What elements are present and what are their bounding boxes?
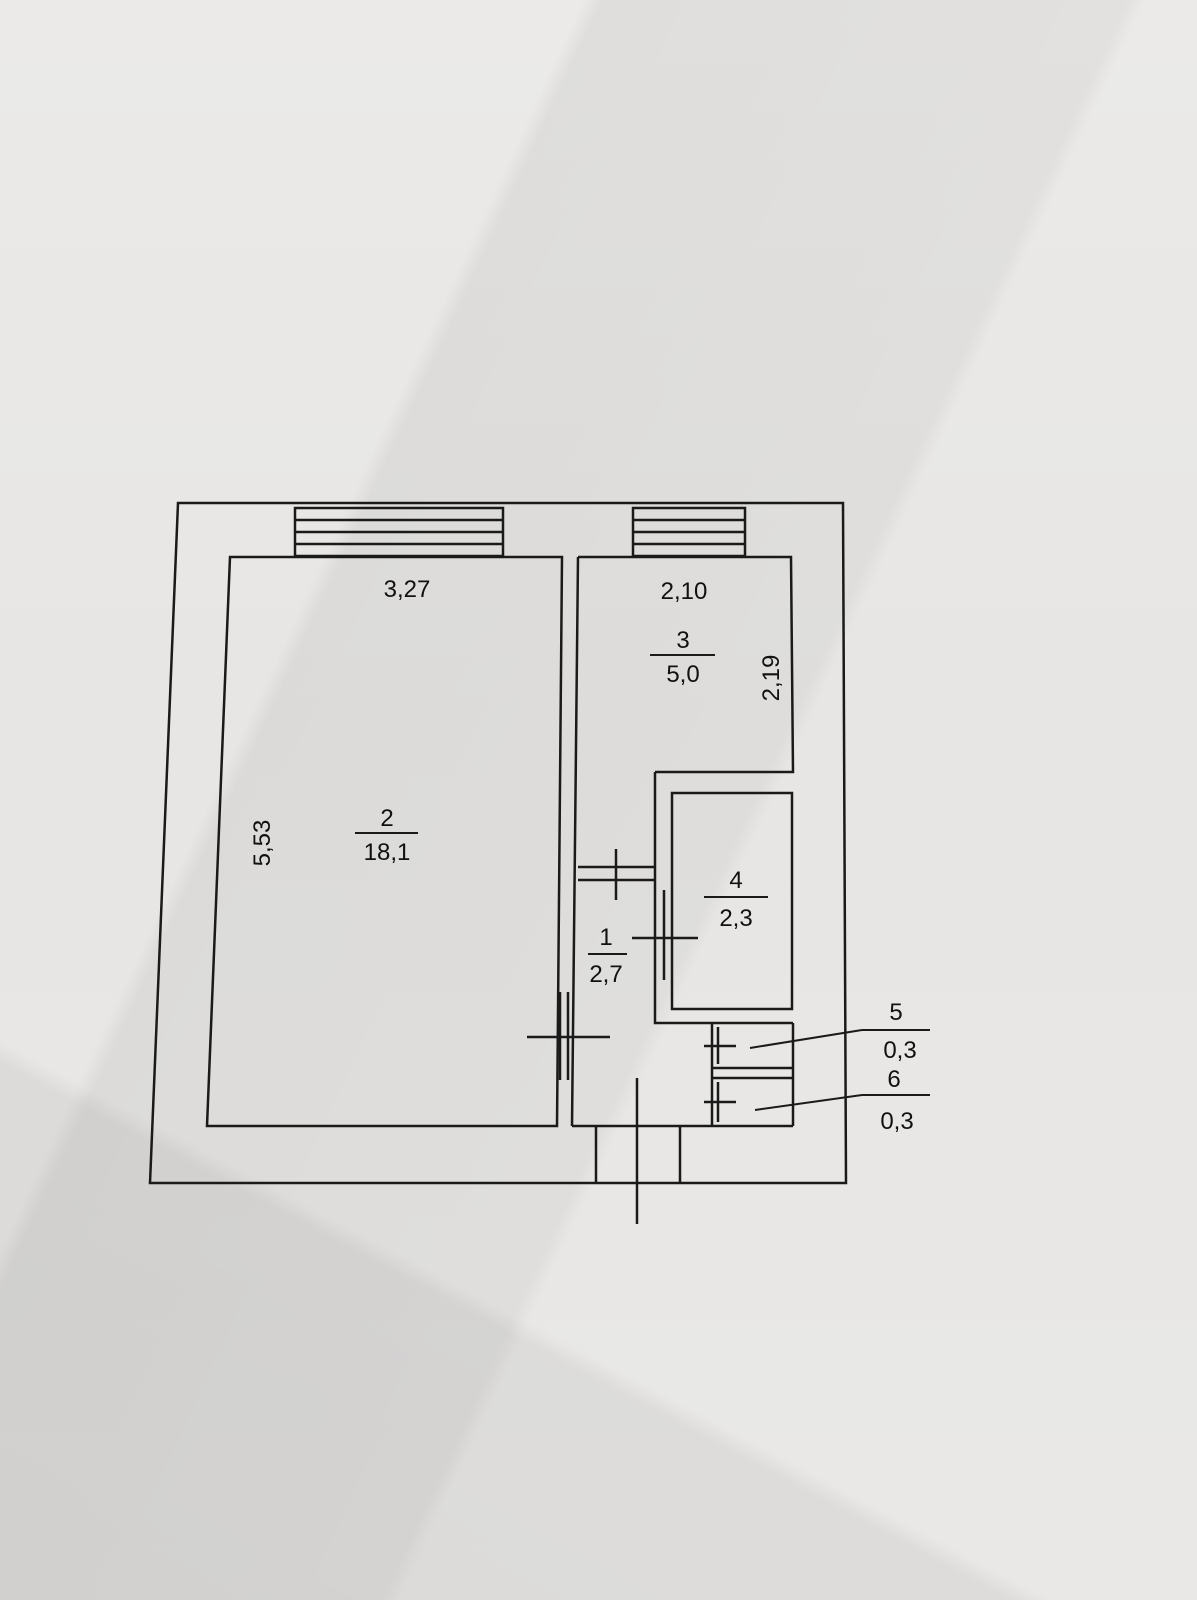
room-2-length-dimension: 5,53 xyxy=(249,820,276,867)
fraction-bars xyxy=(355,654,930,1111)
room-1-area: 2,7 xyxy=(589,961,622,988)
room-3-number: 3 xyxy=(676,627,689,654)
room-6-leader xyxy=(754,1094,863,1111)
dimension-labels: 3,27 2,10 5,53 2,19 xyxy=(249,576,785,866)
room-5-leader xyxy=(749,1029,863,1049)
room-2-number: 2 xyxy=(380,805,393,832)
room-4-number: 4 xyxy=(729,867,742,894)
room-4-outline xyxy=(670,791,794,1011)
room-6-area: 0,3 xyxy=(880,1108,913,1135)
room-3-width-dimension: 2,10 xyxy=(661,578,708,605)
partition-wall xyxy=(653,772,793,1025)
room-5-number: 5 xyxy=(889,999,902,1026)
room-2-outline xyxy=(205,555,564,1128)
outer-walls xyxy=(148,501,848,1185)
room-3-length-dimension: 2,19 xyxy=(758,655,785,702)
room-6-number: 6 xyxy=(887,1066,900,1093)
room-1-number: 1 xyxy=(599,924,612,951)
room-labels: 2 18,1 3 5,0 4 2,3 1 2,7 5 0,3 6 0,3 xyxy=(364,627,917,1135)
room-2-width-dimension: 3,27 xyxy=(384,576,431,603)
room-3-area: 5,0 xyxy=(666,661,699,688)
windows xyxy=(293,506,747,558)
room-2-area: 18,1 xyxy=(364,839,411,866)
corridor-left-wall xyxy=(570,556,580,1127)
room-4-area: 2,3 xyxy=(719,905,752,932)
outer-wall-outline xyxy=(148,501,848,1185)
room-3-outline xyxy=(578,555,795,774)
doors xyxy=(527,849,736,1224)
room-walls xyxy=(205,555,795,1183)
room-5-area: 0,3 xyxy=(883,1037,916,1064)
